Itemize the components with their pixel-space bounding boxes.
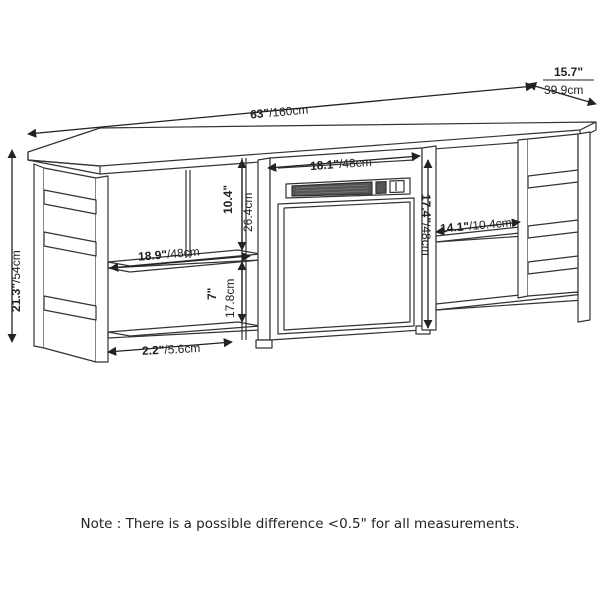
left-side-panel bbox=[33, 163, 45, 349]
depth-metric: 39.9cm bbox=[544, 83, 583, 97]
left-slat bbox=[43, 295, 97, 321]
upper-shelf-height-metric: 26.4cm bbox=[241, 193, 255, 232]
depth-imperial: 15.7" bbox=[554, 65, 583, 79]
fireplace-height-imperial: 17.4" bbox=[419, 194, 433, 223]
right-slat bbox=[527, 219, 579, 239]
shelf-depth-metric: /10.4cm bbox=[468, 215, 512, 233]
width-imperial: 63" bbox=[250, 106, 270, 122]
measurement-note: Note : There is a possible difference <0… bbox=[80, 516, 520, 532]
svg-text:21.3"/54cm: 21.3"/54cm bbox=[9, 250, 23, 312]
dimension-labels: 63"/160cm 15.7" 39.9cm 21.3"/54cm 10.4" … bbox=[9, 65, 594, 358]
right-side-panel bbox=[517, 138, 529, 299]
right-slat bbox=[527, 255, 579, 275]
left-slat bbox=[43, 231, 97, 257]
svg-text:17.4"/48cm: 17.4"/48cm bbox=[419, 194, 433, 256]
dimension-lines bbox=[7, 81, 597, 356]
leg-height-line bbox=[107, 338, 233, 356]
shelf-width-metric: /48cm bbox=[166, 244, 200, 261]
left-slat bbox=[43, 189, 97, 215]
shelf-width-imperial: 18.9" bbox=[138, 247, 168, 263]
svg-text:18.9"/48cm: 18.9"/48cm bbox=[138, 244, 201, 263]
height-metric: /54cm bbox=[9, 250, 23, 283]
lower-shelf-height-imperial: 7" bbox=[205, 288, 219, 300]
fireplace-height-metric: /48cm bbox=[419, 223, 433, 256]
depth-dimension-line bbox=[527, 81, 597, 107]
right-slat bbox=[527, 169, 579, 189]
height-imperial: 21.3" bbox=[9, 283, 23, 312]
shelf-width-line bbox=[109, 252, 251, 272]
leg-height-imperial: 2.2" bbox=[142, 343, 165, 358]
lower-shelf-height-metric: 17.8cm bbox=[223, 279, 237, 318]
upper-shelf-height-imperial: 10.4" bbox=[221, 185, 235, 214]
fireplace-width-imperial: 18.1" bbox=[310, 157, 340, 173]
svg-text:63"/160cm: 63"/160cm bbox=[250, 103, 309, 122]
width-dimension-line bbox=[27, 82, 535, 138]
shelf-depth-imperial: 14.1" bbox=[440, 219, 470, 235]
center-left-divider bbox=[257, 157, 271, 341]
tv-stand-illustration bbox=[27, 121, 597, 363]
svg-text:18.1"/48cm: 18.1"/48cm bbox=[310, 155, 373, 173]
leg-height-metric: /5.6cm bbox=[164, 341, 201, 357]
width-metric: /160cm bbox=[268, 103, 308, 120]
fireplace-width-metric: /48cm bbox=[339, 155, 373, 171]
fireplace-width-line bbox=[267, 152, 421, 172]
svg-text:14.1"/10.4cm: 14.1"/10.4cm bbox=[440, 215, 513, 235]
shelf-depth-line bbox=[435, 218, 521, 236]
svg-text:2.2"/5.6cm: 2.2"/5.6cm bbox=[142, 341, 201, 358]
